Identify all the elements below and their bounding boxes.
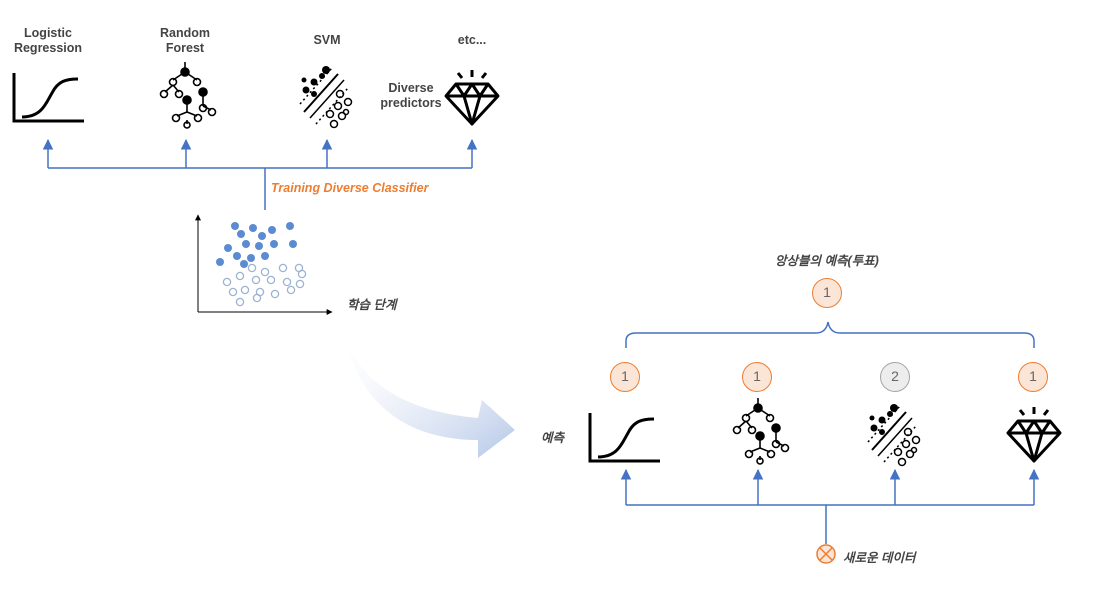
training-point-filled [237,230,245,238]
diamond-icon [444,68,500,126]
training-point-filled [270,240,278,248]
training-point-hollow [252,293,262,303]
training-point-hollow [240,285,250,295]
training-point-hollow [235,271,245,281]
diamond-icon [1006,405,1062,463]
learning-stage-label: 학습 단계 [347,298,397,312]
training-point-filled [268,226,276,234]
training-point-hollow [260,267,270,277]
training-point-filled [289,240,297,248]
curved-arrow [345,335,515,458]
new-data-icon [816,544,836,564]
training-point-filled [240,260,248,268]
label-svm: SVM [313,33,341,47]
training-point-hollow [278,263,288,273]
training-point-hollow [286,285,296,295]
training-label: Training Diverse Classifier [271,181,429,195]
training-point-filled [255,242,263,250]
ensemble-brace [625,321,1035,348]
prediction-badge-logistic: 1 [610,362,640,392]
label-etc: etc... [457,33,487,47]
training-point-filled [216,258,224,266]
training-point-hollow [282,277,292,287]
logistic-curve-icon [588,411,662,463]
prediction-connector [620,468,1040,544]
tree-icon [159,61,217,129]
training-point-filled [231,222,239,230]
training-point-hollow [266,275,276,285]
training-point-filled [247,254,255,262]
training-point-filled [249,224,257,232]
label-diverse-predictors: Diverse predictors [380,81,442,110]
new-data-label: 새로운 데이터 [843,551,916,565]
logistic-curve-icon [12,71,86,123]
label-random-forest: Random Forest [160,26,210,55]
prediction-badge-forest: 1 [742,362,772,392]
training-point-hollow [297,269,307,279]
training-point-hollow [247,263,257,273]
training-point-hollow [228,287,238,297]
training-connector [42,138,478,210]
training-point-hollow [222,277,232,287]
training-point-filled [233,252,241,260]
label-logistic-regression: Logistic Regression [13,26,83,55]
training-point-hollow [235,297,245,307]
training-point-filled [261,252,269,260]
ensemble-label: 앙상블의 예측(투표) [775,254,879,268]
svm-icon [867,403,921,467]
prediction-badge-etc: 1 [1018,362,1048,392]
training-point-filled [258,232,266,240]
training-point-hollow [251,275,261,285]
training-point-hollow [295,279,305,289]
training-point-filled [242,240,250,248]
svm-icon [299,65,353,129]
training-data-plot [195,214,333,315]
training-point-filled [286,222,294,230]
prediction-badge-svm: 2 [880,362,910,392]
training-point-filled [224,244,232,252]
tree-icon [732,397,790,465]
ensemble-vote-badge: 1 [812,278,842,308]
prediction-label: 예측 [541,431,565,445]
training-point-hollow [270,289,280,299]
